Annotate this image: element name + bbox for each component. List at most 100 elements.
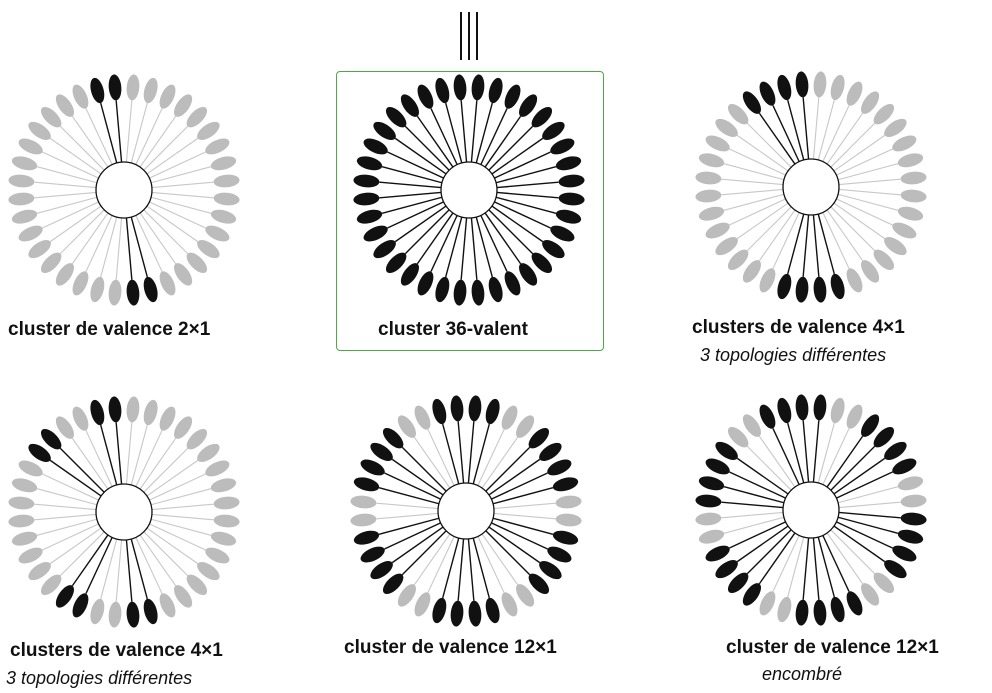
branch-stem: [125, 422, 133, 485]
cluster-c12: [350, 395, 582, 627]
branch-stem: [488, 526, 541, 564]
branch-stem: [71, 534, 109, 587]
end-group-gray: [897, 153, 924, 168]
end-group-gray: [210, 478, 237, 493]
end-group-gray: [186, 106, 208, 128]
end-group-black: [539, 442, 562, 461]
end-group-black: [531, 252, 553, 274]
end-group-black: [795, 276, 809, 303]
branch-stem: [391, 458, 444, 496]
end-group-gray: [727, 249, 749, 271]
branch-stem: [427, 429, 455, 486]
branch-stem: [125, 100, 133, 163]
branch-stem: [404, 125, 450, 171]
branch-stem: [71, 115, 109, 168]
branch-stem: [460, 100, 468, 163]
branch-stem: [150, 196, 212, 214]
branch-stem: [34, 513, 97, 521]
branch-stem: [723, 193, 785, 211]
end-group-gray: [11, 531, 38, 546]
end-group-gray: [705, 222, 730, 239]
end-group-gray: [186, 428, 208, 450]
branch-stem: [492, 487, 554, 505]
end-group-gray: [210, 531, 237, 546]
branch-stem: [100, 216, 118, 278]
branch-stem: [488, 125, 534, 171]
branch-stem: [472, 537, 490, 599]
branch-stem: [721, 188, 784, 196]
end-group-gray: [350, 495, 377, 509]
end-group-gray: [28, 562, 51, 581]
branch-stem: [135, 215, 163, 272]
cluster-c4a: [695, 71, 927, 303]
cluster-c12e: [695, 394, 927, 626]
branch-stem: [758, 209, 796, 262]
end-group-gray: [205, 138, 230, 155]
branch-stem: [481, 436, 519, 489]
branch-stem: [146, 205, 199, 243]
end-group-black: [453, 279, 467, 306]
end-group-black: [795, 394, 809, 421]
branch-stem: [833, 202, 886, 240]
end-group-gray: [159, 84, 176, 109]
branch-stem: [485, 446, 531, 492]
branch-stem: [826, 209, 864, 262]
branch-stem: [817, 213, 835, 275]
end-group-gray: [197, 240, 220, 259]
end-group-black: [360, 459, 385, 476]
branch-stem: [36, 518, 98, 536]
branch-stem: [143, 209, 189, 255]
end-group-black: [884, 560, 907, 579]
end-group-gray: [205, 547, 230, 564]
end-group-black: [892, 545, 917, 562]
end-group-gray: [143, 399, 158, 426]
end-group-gray: [210, 209, 237, 224]
branch-stem: [837, 163, 899, 181]
branch-stem: [802, 214, 810, 277]
end-group-gray: [897, 206, 924, 221]
end-group-black: [547, 459, 572, 476]
end-group-gray: [186, 252, 208, 274]
branch-stem: [394, 137, 447, 175]
end-group-gray: [197, 443, 220, 462]
end-group-gray: [72, 84, 89, 109]
branch-stem: [36, 196, 98, 214]
end-group-black: [884, 441, 907, 460]
branch-stem: [475, 216, 493, 278]
branch-stem: [475, 102, 493, 164]
cluster-core: [782, 158, 840, 216]
branch-stem: [130, 102, 148, 164]
branch-stem: [496, 181, 559, 189]
end-group-black: [450, 395, 464, 422]
end-group-gray: [55, 94, 74, 117]
branch-stem: [822, 535, 850, 592]
end-group-gray: [18, 547, 43, 564]
end-group-gray: [846, 81, 863, 106]
end-group-gray: [174, 94, 193, 117]
branch-stem: [130, 424, 148, 486]
end-group-black: [777, 74, 792, 101]
end-group-black: [519, 94, 538, 117]
end-group-black: [555, 156, 582, 171]
branch-stem: [146, 137, 199, 175]
end-group-black: [435, 77, 450, 104]
branch-stem: [758, 532, 796, 585]
end-group-gray: [555, 495, 582, 509]
end-group-black: [435, 276, 450, 303]
end-group-gray: [501, 592, 518, 617]
branch-stem: [802, 420, 810, 483]
end-group-black: [468, 600, 482, 627]
cluster-label-c2: cluster de valence 2×1: [8, 319, 211, 340]
branch-stem: [378, 517, 440, 535]
end-group-black: [471, 279, 485, 306]
branch-stem: [442, 423, 460, 485]
branch-stem: [772, 428, 800, 485]
end-group-black: [873, 426, 895, 448]
branch-stem: [143, 125, 189, 171]
branch-stem: [729, 198, 786, 226]
branch-stem: [381, 196, 443, 214]
branch-stem: [401, 446, 447, 492]
end-group-black: [353, 174, 380, 188]
end-group-black: [40, 428, 62, 450]
